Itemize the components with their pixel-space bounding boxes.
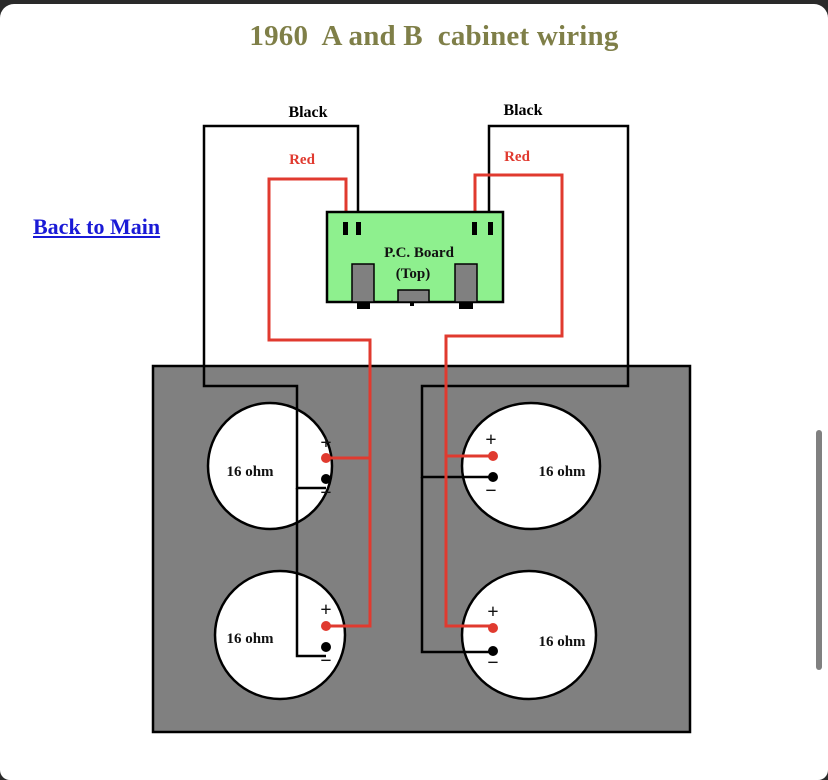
positive-terminal bbox=[488, 451, 498, 461]
polarity-marks: + − + − + − + − bbox=[320, 429, 498, 674]
pin bbox=[343, 222, 348, 235]
pin bbox=[356, 222, 361, 235]
jack-tab bbox=[357, 302, 370, 309]
speaker-top-left: 16 ohm bbox=[206, 401, 334, 531]
black-wire-label-right: Black bbox=[503, 102, 542, 119]
negative-terminal bbox=[488, 472, 498, 482]
speaker-impedance-label: 16 ohm bbox=[538, 634, 586, 650]
page-title: 1960 A and B cabinet wiring bbox=[249, 20, 619, 52]
right-red-wire-lower bbox=[444, 456, 493, 628]
pc-board: P.C. Board (Top) bbox=[325, 210, 505, 309]
speaker-impedance-label: 16 ohm bbox=[226, 464, 274, 480]
plus-sign: + bbox=[487, 601, 498, 623]
speaker-cone bbox=[206, 401, 334, 531]
connector-center bbox=[397, 289, 430, 303]
jack-tab bbox=[459, 302, 473, 309]
black-wire-label-left: Black bbox=[288, 104, 327, 121]
negative-terminal bbox=[321, 474, 331, 484]
minus-sign: − bbox=[320, 482, 331, 504]
speaker-cone bbox=[460, 401, 602, 531]
speaker-top-right: 16 ohm bbox=[460, 401, 602, 531]
speaker-impedance-label: 16 ohm bbox=[538, 464, 586, 480]
speaker-cone bbox=[213, 569, 347, 701]
vertical-scrollbar[interactable] bbox=[816, 430, 822, 670]
plus-sign: + bbox=[485, 429, 496, 451]
left-red-wire-lower bbox=[326, 458, 372, 628]
jack-right bbox=[454, 263, 478, 303]
connector-tab bbox=[410, 302, 414, 306]
minus-sign: − bbox=[485, 480, 496, 502]
left-black-wire-lower bbox=[295, 488, 326, 658]
pin bbox=[488, 222, 493, 235]
terminals bbox=[321, 451, 498, 656]
minus-sign: − bbox=[487, 652, 498, 674]
pc-board-label: P.C. Board bbox=[384, 245, 455, 261]
right-black-wire-lower bbox=[420, 477, 493, 654]
speaker-bottom-left: 16 ohm bbox=[213, 569, 347, 701]
jack-left bbox=[351, 263, 375, 303]
plus-sign: + bbox=[320, 432, 331, 454]
negative-terminal bbox=[321, 642, 331, 652]
speaker-cone bbox=[460, 569, 598, 701]
red-wires bbox=[267, 173, 564, 628]
plus-sign: + bbox=[320, 599, 331, 621]
negative-terminal bbox=[488, 646, 498, 656]
positive-terminal bbox=[321, 621, 331, 631]
speaker-impedance-label: 16 ohm bbox=[226, 631, 274, 647]
red-wire-label-right: Red bbox=[504, 149, 530, 165]
pin bbox=[472, 222, 477, 235]
pc-board-sublabel: (Top) bbox=[396, 266, 430, 282]
speaker-bottom-right: 16 ohm bbox=[460, 569, 598, 701]
positive-terminal bbox=[488, 623, 498, 633]
positive-terminal bbox=[321, 453, 331, 463]
back-to-main-link[interactable]: Back to Main bbox=[33, 214, 161, 239]
red-wire-label-left: Red bbox=[289, 152, 315, 168]
black-wires bbox=[202, 124, 630, 658]
minus-sign: − bbox=[320, 650, 331, 672]
